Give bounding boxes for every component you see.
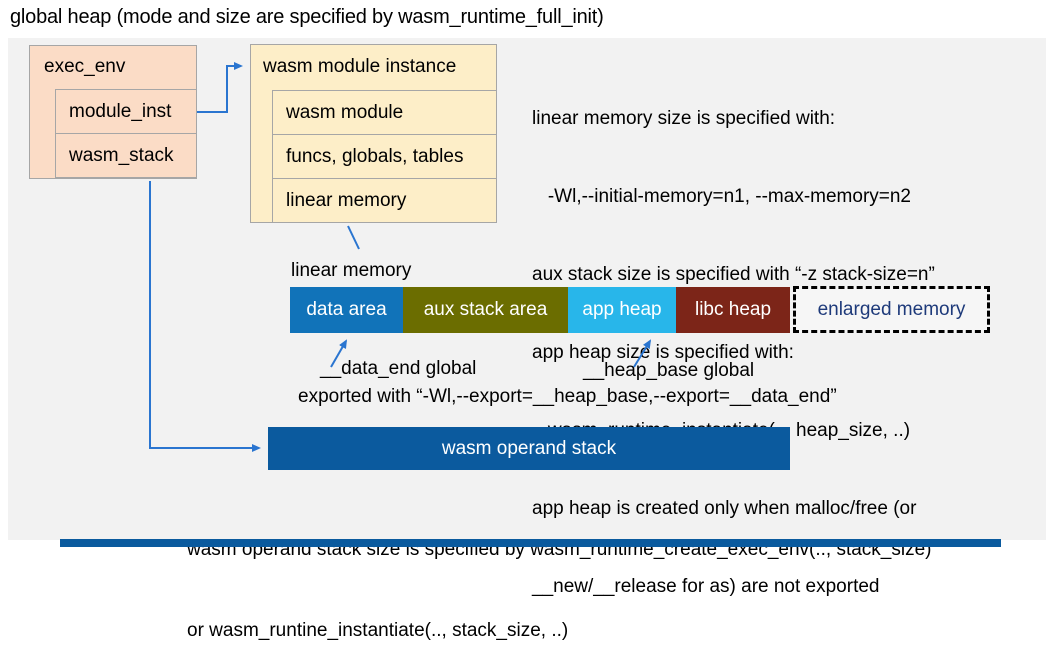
data-area-label: data area [306, 299, 387, 320]
footer-line: or wasm_runtine_instantiate(.., stack_si… [187, 620, 569, 641]
exec-env-row-module-inst: module_inst [55, 89, 197, 134]
segment-app-heap: app heap [568, 287, 676, 333]
segment-libc-heap: libc heap [676, 287, 790, 333]
enlarged-memory-box: enlarged memory [793, 286, 990, 333]
note-line: app heap size is specified with: [532, 342, 794, 363]
note-line: -Wl,--initial-memory=n1, --max-memory=n2 [532, 186, 911, 207]
module-instance-row-funcs-globals-tables: funcs, globals, tables [272, 134, 497, 179]
note-line: aux stack size is specified with “-z sta… [532, 264, 935, 285]
heap-base-global-label: __heap_base global [583, 360, 755, 381]
global-heap-bar [60, 539, 1001, 547]
module-instance-title: wasm module instance [263, 56, 457, 77]
segment-data-area: data area [290, 287, 403, 333]
exec-env-row-wasm-stack: wasm_stack [55, 133, 197, 178]
enlarged-memory-label: enlarged memory [817, 298, 966, 320]
linear-memory-row-label: linear memory [286, 189, 407, 211]
note-line: linear memory size is specified with: [532, 108, 836, 129]
operand-stack-note: wasm operand stack size is specified by … [187, 482, 932, 671]
app-heap-label: app heap [582, 299, 662, 320]
operand-stack-bar: wasm operand stack [268, 427, 790, 470]
libc-heap-label: libc heap [694, 299, 772, 320]
module-instance-row-linear-memory: linear memory [272, 178, 497, 223]
module-instance-row-wasm-module: wasm module [272, 90, 497, 135]
module-inst-label: module_inst [69, 100, 172, 122]
wasm-module-label: wasm module [286, 101, 404, 123]
wasm-stack-label: wasm_stack [69, 144, 174, 166]
exec-env-title: exec_env [44, 56, 126, 77]
diagram-title: global heap (mode and size are specified… [10, 6, 604, 28]
operand-stack-label: wasm operand stack [441, 437, 617, 459]
segment-aux-stack-area: aux stack area [403, 287, 568, 333]
funcs-globals-tables-label: funcs, globals, tables [286, 145, 464, 167]
aux-stack-area-label: aux stack area [423, 299, 548, 320]
note-line: app heap is created only when malloc/fre… [532, 498, 917, 519]
linear-memory-label: linear memory [291, 260, 412, 281]
module-instance-box: wasm module instance wasm module funcs, … [250, 44, 497, 223]
export-flags-note: exported with “-Wl,--export=__heap_base,… [298, 386, 837, 407]
exec-env-box: exec_env module_inst wasm_stack [29, 45, 197, 179]
data-end-global-label: __data_end global [320, 358, 477, 379]
